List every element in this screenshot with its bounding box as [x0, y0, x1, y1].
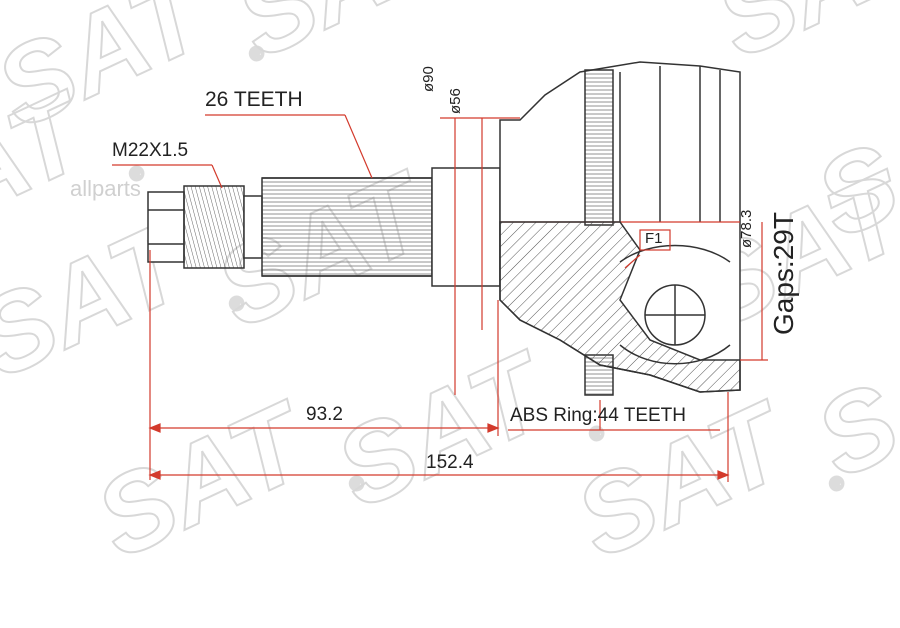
site-watermark: allparts [70, 176, 141, 201]
f1-label: F1 [645, 230, 663, 247]
sat-watermark-logo: SAT [458, 0, 709, 27]
bell-housing [499, 61, 741, 396]
splined-shaft [261, 167, 501, 287]
sat-watermark-logo: SAT [78, 377, 329, 581]
diameter-56-label: ø56 [447, 88, 464, 114]
gaps-label: Gaps:29T [768, 212, 799, 335]
diameter-78-label: ø78.3 [738, 209, 755, 248]
registered-mark: ® [590, 424, 603, 444]
registered-mark: ® [250, 44, 263, 64]
diameter-90-label: ø90 [420, 66, 437, 92]
length-93-label: 93.2 [306, 404, 343, 425]
dimension-lines [112, 114, 768, 482]
registered-mark: ® [230, 294, 243, 314]
registered-mark: ® [130, 164, 143, 184]
teeth-label: 26 TEETH [205, 88, 303, 111]
thread-label: M22X1.5 [112, 140, 189, 161]
sat-watermark-logo: SAT [698, 0, 900, 82]
length-152-label: 152.4 [426, 452, 474, 473]
registered-mark: ® [350, 474, 363, 494]
registered-mark: ® [830, 474, 843, 494]
sat-watermark-logo: SAT [798, 297, 900, 501]
thread-end [147, 185, 263, 269]
abs-ring-label: ABS Ring:44 TEETH [510, 405, 687, 426]
